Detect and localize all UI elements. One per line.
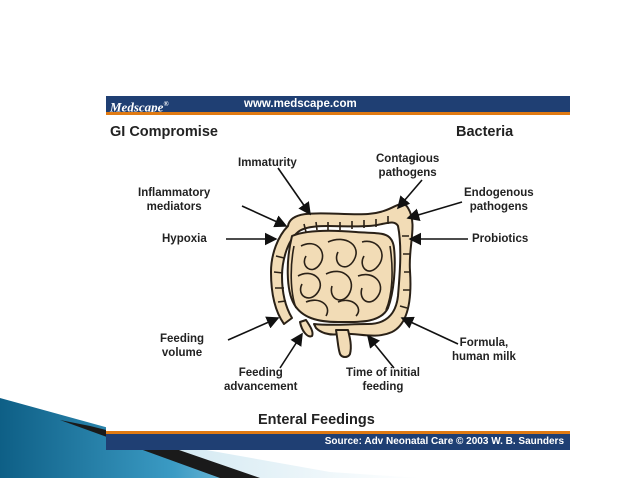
label-immaturity: Immaturity [238,156,297,170]
label-time-of-initial-feeding: Time of initial feeding [346,366,420,394]
label-feeding-advancement-line-1: Feeding [238,367,283,379]
label-contagious-pathogens: Contagious pathogens [376,152,439,180]
label-formula-human-milk-line-2: human milk [452,351,516,363]
label-feeding-volume-line-1: Feeding [160,333,205,345]
label-hypoxia-line-1: Hypoxia [162,233,207,245]
arrow-inflammatory-mediators [241,205,288,228]
arrow-feeding-volume [227,316,280,341]
label-endogenous-pathogens: Endogenous pathogens [464,186,534,214]
arrow-feeding-advancement [279,332,303,369]
label-endogenous-pathogens-line-1: Endogenous [464,187,534,199]
label-probiotics: Probiotics [472,232,528,246]
footer-rule [106,431,570,434]
label-feeding-advancement: Feeding advancement [224,366,298,394]
arrow-immaturity [277,167,311,216]
label-endogenous-pathogens-line-2: pathogens [469,201,528,213]
heading-gi-compromise: GI Compromise [110,124,218,140]
label-immaturity-line-1: Immaturity [238,157,297,169]
label-time-of-initial-feeding-line-1: Time of initial [346,367,420,379]
arrow-contagious-pathogens [396,179,423,210]
arrow-endogenous-pathogens [406,201,463,221]
heading-bacteria: Bacteria [456,124,514,140]
label-inflammatory-mediators-line-2: mediators [146,201,202,213]
label-formula-human-milk: Formula, human milk [452,336,516,364]
medscape-logo: Medscape® [110,96,169,115]
label-feeding-volume: Feeding volume [160,332,204,360]
intestine-loops [273,216,411,317]
intestine-illustration [226,167,468,369]
label-time-of-initial-feeding-line-2: feeding [362,381,404,393]
label-contagious-pathogens-line-1: Contagious [376,153,440,165]
label-feeding-volume-line-2: volume [161,347,203,359]
registered-mark: ® [163,100,169,108]
swoosh-light [150,440,420,478]
label-formula-human-milk-line-1: Formula, [459,337,509,349]
arrows [226,167,468,369]
arrow-time-of-initial-feeding [366,334,395,369]
brand-name: Medscape [110,99,164,115]
header-bar: Medscape® www.medscape.com [106,96,570,115]
label-inflammatory-mediators: Inflammatory mediators [138,186,210,214]
header-rule [106,112,570,115]
footer-bar: Source: Adv Neonatal Care © 2003 W. B. S… [106,434,570,450]
source-citation: Source: Adv Neonatal Care © 2003 W. B. S… [324,436,564,447]
heading-enteral-feedings: Enteral Feedings [258,412,375,428]
label-hypoxia: Hypoxia [162,232,207,246]
header-url: www.medscape.com [244,98,357,110]
label-feeding-advancement-line-2: advancement [224,381,298,393]
label-inflammatory-mediators-line-1: Inflammatory [138,187,211,199]
label-probiotics-line-1: Probiotics [472,233,529,245]
necrotizing-enterocolitis-figure: Medscape® www.medscape.com [106,96,570,450]
label-contagious-pathogens-line-2: pathogens [378,167,437,179]
arrow-formula-human-milk [400,316,459,345]
